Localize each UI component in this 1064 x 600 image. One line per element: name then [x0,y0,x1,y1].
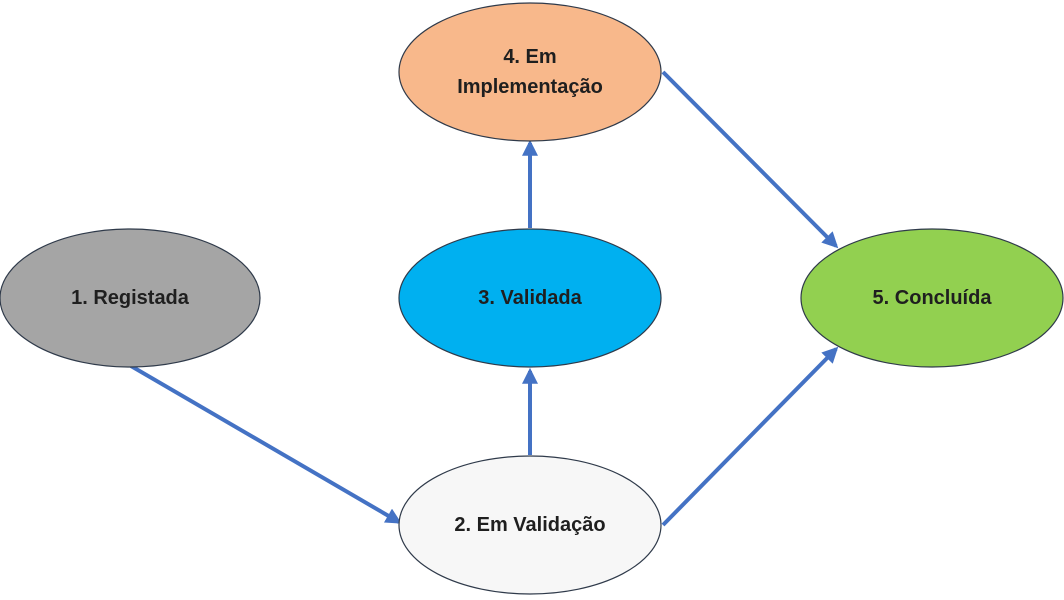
node-em-implementacao: 4. Em Implementação [398,2,662,142]
node-em-validacao: 2. Em Validação [398,455,662,595]
node-em-validacao-ellipse [398,455,662,595]
node-registada: 1. Registada [0,228,261,368]
arrow-em-validacao-to-concluida [661,346,839,527]
node-registada-label: 1. Registada [71,287,190,309]
node-registada-ellipse [0,228,261,368]
node-concluida: 5. Concluída [800,228,1064,368]
arrow-registada-to-em-validacao [129,364,402,524]
node-em-validacao-label: 2. Em Validação [454,514,605,536]
node-validada-ellipse [398,228,662,368]
node-concluida-label: 5. Concluída [873,287,993,309]
arrow-em-implementacao-to-concluida [661,70,839,249]
node-validada-label: 3. Validada [478,287,582,309]
edges-layer [129,70,839,527]
node-concluida-ellipse [800,228,1064,368]
node-validada: 3. Validada [398,228,662,368]
node-em-implementacao-ellipse [398,2,662,142]
node-em-implementacao-label: 4. Em [503,46,556,68]
node-em-implementacao-label: Implementação [457,76,603,98]
